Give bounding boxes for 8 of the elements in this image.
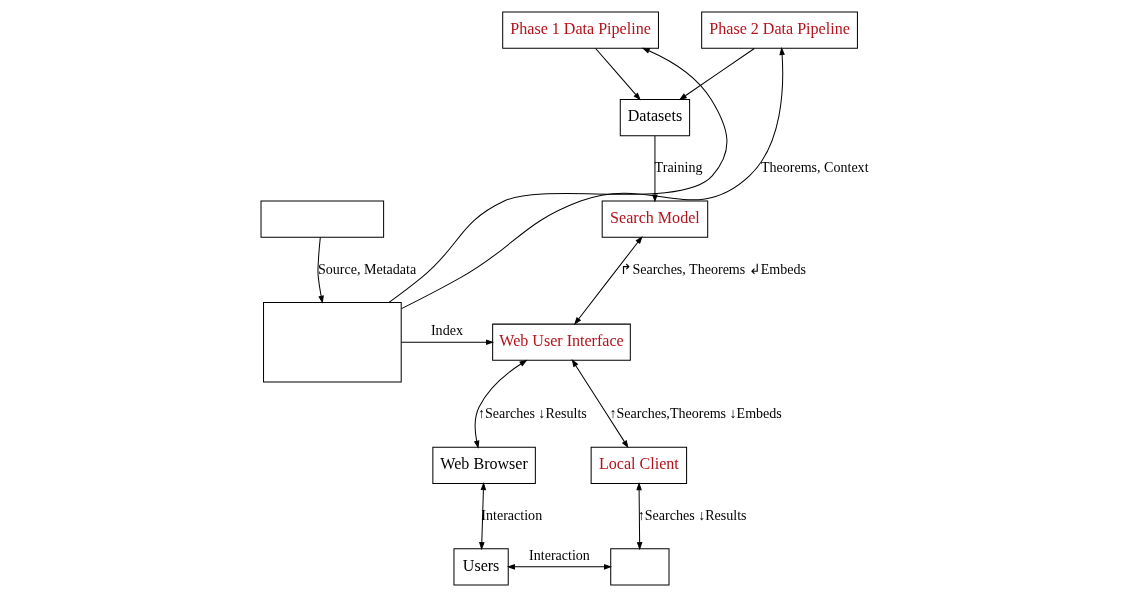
edge-label: ↑Searches ↓Results: [477, 405, 587, 422]
edge-label: Interaction: [529, 546, 590, 563]
edge-label: Index: [430, 322, 463, 339]
edge-label: ↱Searches, Theorems ↲Embeds: [620, 260, 807, 277]
edge-label: ↑Searches ↓Results: [637, 506, 747, 523]
edge-label: Source, Metadata: [317, 260, 417, 277]
edge-label: ↑Searches,Theorems ↓Embeds: [609, 405, 782, 422]
edge-label: Theorems, Context: [760, 159, 869, 176]
